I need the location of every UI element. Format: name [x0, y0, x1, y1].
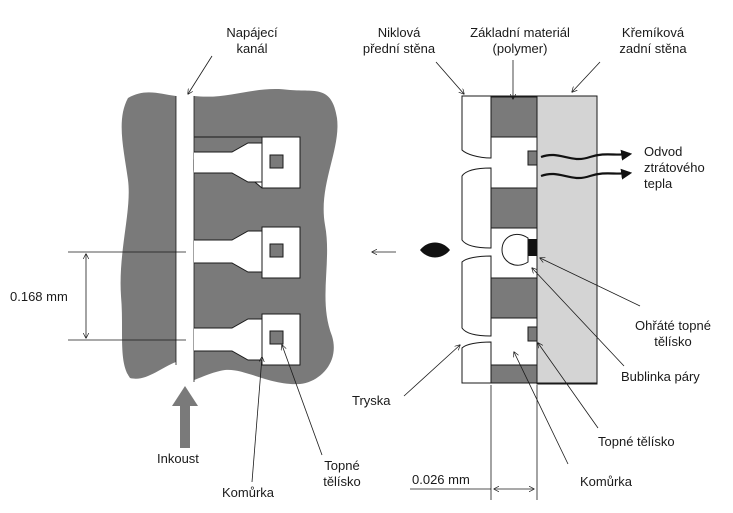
- top-view: [68, 55, 338, 483]
- label-base-material-2: (polymer): [493, 41, 548, 56]
- label-heat-3: tepla: [644, 176, 673, 191]
- label-hot-heater-2: tělísko: [654, 334, 692, 349]
- nickel-segment-3: [461, 255, 492, 337]
- leader-heater-left: [282, 345, 323, 456]
- label-nickel-wall-1: Niklová: [378, 25, 421, 40]
- ink-droplet: [420, 242, 450, 258]
- nickel-segment-4: [461, 341, 492, 384]
- label-chamber-right: Komůrka: [580, 474, 633, 489]
- heater-hot: [528, 239, 537, 256]
- label-heater-left-2: tělísko: [323, 474, 361, 489]
- polymer-block-3: [490, 277, 538, 319]
- leader-hot-heater: [540, 258, 641, 307]
- nickel-segment-2: [461, 167, 492, 249]
- substrate-region: [120, 92, 176, 379]
- label-nickel-wall-2: přední stěna: [363, 41, 436, 56]
- heat-arrow-1: [540, 149, 633, 161]
- ink-arrow: [172, 386, 198, 448]
- leader-heater-right: [538, 343, 599, 429]
- chamber-middle: [194, 226, 301, 279]
- leader-chamber-left: [251, 357, 262, 483]
- label-silicon-wall-2: zadní stěna: [619, 41, 687, 56]
- label-supply-channel-2: kanál: [236, 41, 267, 56]
- silicon-back-wall: [536, 95, 598, 385]
- label-ink: Inkoust: [157, 451, 199, 466]
- label-dim-right: 0.026 mm: [412, 472, 470, 487]
- leader-supply-channel: [188, 55, 213, 94]
- label-heater-right: Topné tělísko: [598, 434, 675, 449]
- chamber-bottom: [194, 313, 301, 366]
- cross-section: [403, 60, 641, 500]
- label-heat-2: ztrátového: [644, 160, 705, 175]
- label-bubble: Bublinka páry: [621, 369, 700, 384]
- label-silicon-wall-1: Křemíková: [622, 25, 685, 40]
- heater-bottom: [527, 326, 538, 342]
- leader-chamber-right: [514, 352, 569, 465]
- label-heat-1: Odvod: [644, 144, 682, 159]
- nickel-segment-1: [461, 95, 492, 159]
- polymer-block-2: [490, 187, 538, 229]
- label-chamber-left: Komůrka: [222, 485, 275, 500]
- polymer-block-4: [490, 364, 538, 384]
- label-heater-left-1: Topné: [324, 458, 359, 473]
- polymer-block-1: [490, 96, 538, 138]
- label-hot-heater-1: Ohřáté topné: [635, 318, 711, 333]
- leader-silicon-wall: [572, 61, 601, 92]
- heat-arrow-2: [540, 168, 633, 180]
- chamber-top: [193, 136, 301, 189]
- label-base-material-1: Základní materiál: [470, 25, 570, 40]
- heater-top: [527, 150, 538, 166]
- label-dim-left: 0.168 mm: [10, 289, 68, 304]
- leader-bubble: [532, 268, 625, 367]
- vapor-bubble: [501, 234, 529, 266]
- label-supply-channel-1: Napájecí: [226, 25, 278, 40]
- leader-nickel-wall: [435, 61, 464, 94]
- leader-nozzle: [403, 345, 460, 397]
- label-nozzle: Tryska: [352, 393, 391, 408]
